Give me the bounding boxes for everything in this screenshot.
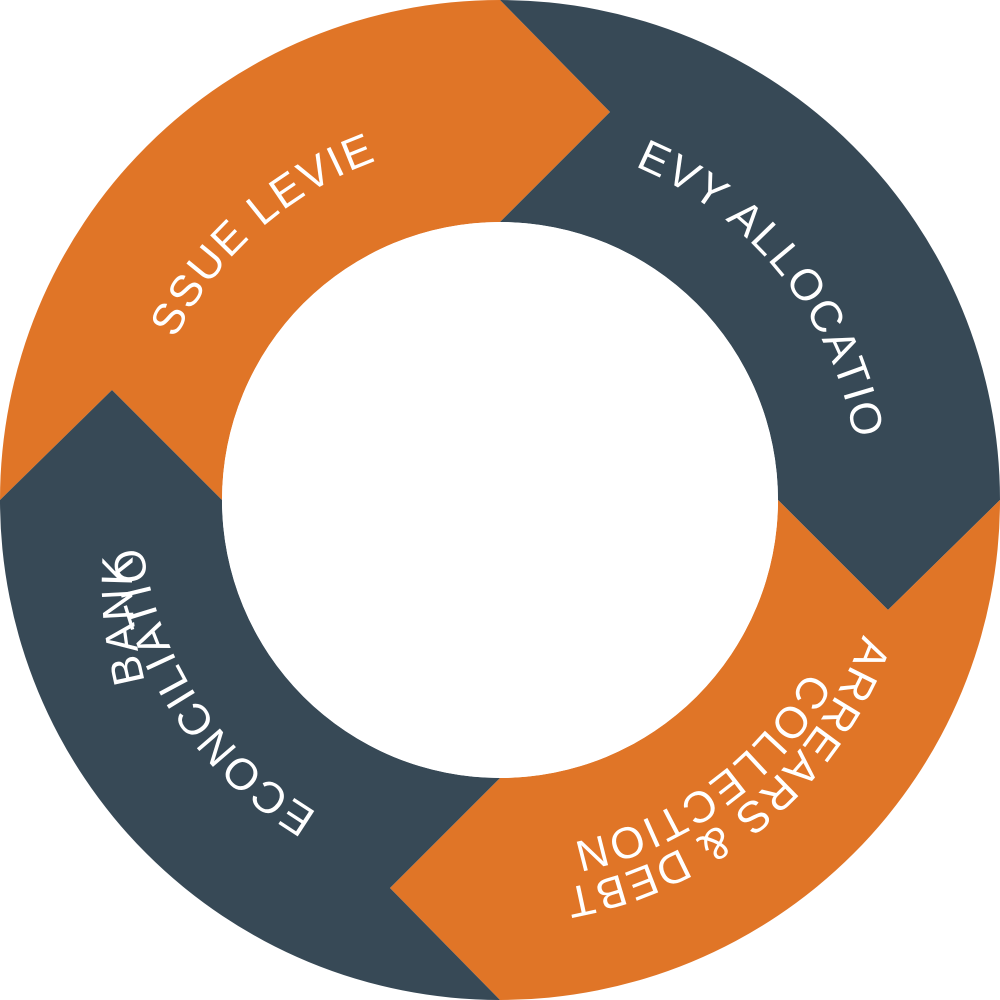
segment-arrears-debt-collection xyxy=(390,500,1000,1000)
center-hole xyxy=(222,222,778,778)
segment-bank-reconciliation xyxy=(0,390,500,1000)
segment-levy-allocation xyxy=(500,0,1000,610)
segment-issue-levies xyxy=(0,0,610,500)
